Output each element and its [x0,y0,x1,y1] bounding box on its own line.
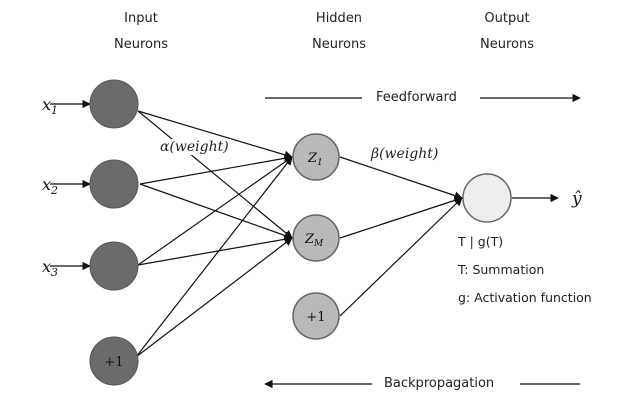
x3-sub: 3 [51,266,58,279]
zm-label: ZM [304,232,324,249]
input-bias-node [89,336,139,386]
input-node-x1 [89,79,139,129]
x1-label: x1 [42,95,58,117]
output-header-line2: Neurons [480,37,534,52]
z1-base: Z [307,151,318,166]
z1-sub: 1 [317,158,323,168]
x2-base: x [42,175,51,194]
x1-base: x [42,95,51,114]
input-layer: +1 [89,79,139,386]
feedforward-label: Feedforward [376,90,457,105]
edge-bias-zm [135,237,293,358]
hidden-node-z1 [292,133,340,181]
x3-base: x [42,257,51,276]
z1-label: Z1 [307,151,323,168]
hidden-bias-node [292,292,340,340]
x1-sub: 1 [51,104,58,117]
edge-bias-z1 [135,156,293,358]
edge-x2-zm [139,183,293,240]
input-neurons-header: Input Neurons [81,6,201,58]
zm-sub: M [313,239,324,249]
edge-zm-out [339,196,463,239]
y-hat-label: ŷ [571,189,582,209]
connections [50,93,581,389]
edge-z1-out [339,156,463,200]
input-node-x2 [89,159,139,209]
hidden-header-line1: Hidden [315,11,363,26]
x2-label: x2 [42,175,58,197]
edge-hbias-out [339,197,463,317]
input-header-line2: Neurons [114,37,168,52]
beta-weight-label: β(weight) [369,146,441,162]
alpha-weight-label: α(weight) [158,139,231,155]
zm-base: Z [304,232,315,247]
hidden-bias-label: +1 [306,310,325,325]
backpropagation-label: Backpropagation [384,376,495,391]
edge-x3-zm [137,235,293,266]
hidden-node-zm [292,214,340,262]
input-bias-label: +1 [104,355,123,370]
hidden-layer: Z1 ZM +1 [292,133,340,340]
edge-x1-z1 [137,110,293,159]
output-header-line1: Output [484,11,530,26]
hidden-header-line2: Neurons [312,37,366,52]
summation-definition: T: Summation [458,262,545,277]
tg-label: T | g(T) [458,234,504,249]
input-header-line1: Input [124,11,158,26]
x2-sub: 2 [50,184,58,197]
output-node [462,173,512,223]
output-neurons-header: Output Neurons [447,6,567,58]
hidden-neurons-header: Hidden Neurons [279,6,399,58]
edge-x1-zm [137,110,293,239]
activation-function-definition: g: Activation function [458,290,592,305]
x3-label: x3 [42,257,58,279]
edge-x2-z1 [139,154,293,185]
input-node-x3 [89,241,139,291]
